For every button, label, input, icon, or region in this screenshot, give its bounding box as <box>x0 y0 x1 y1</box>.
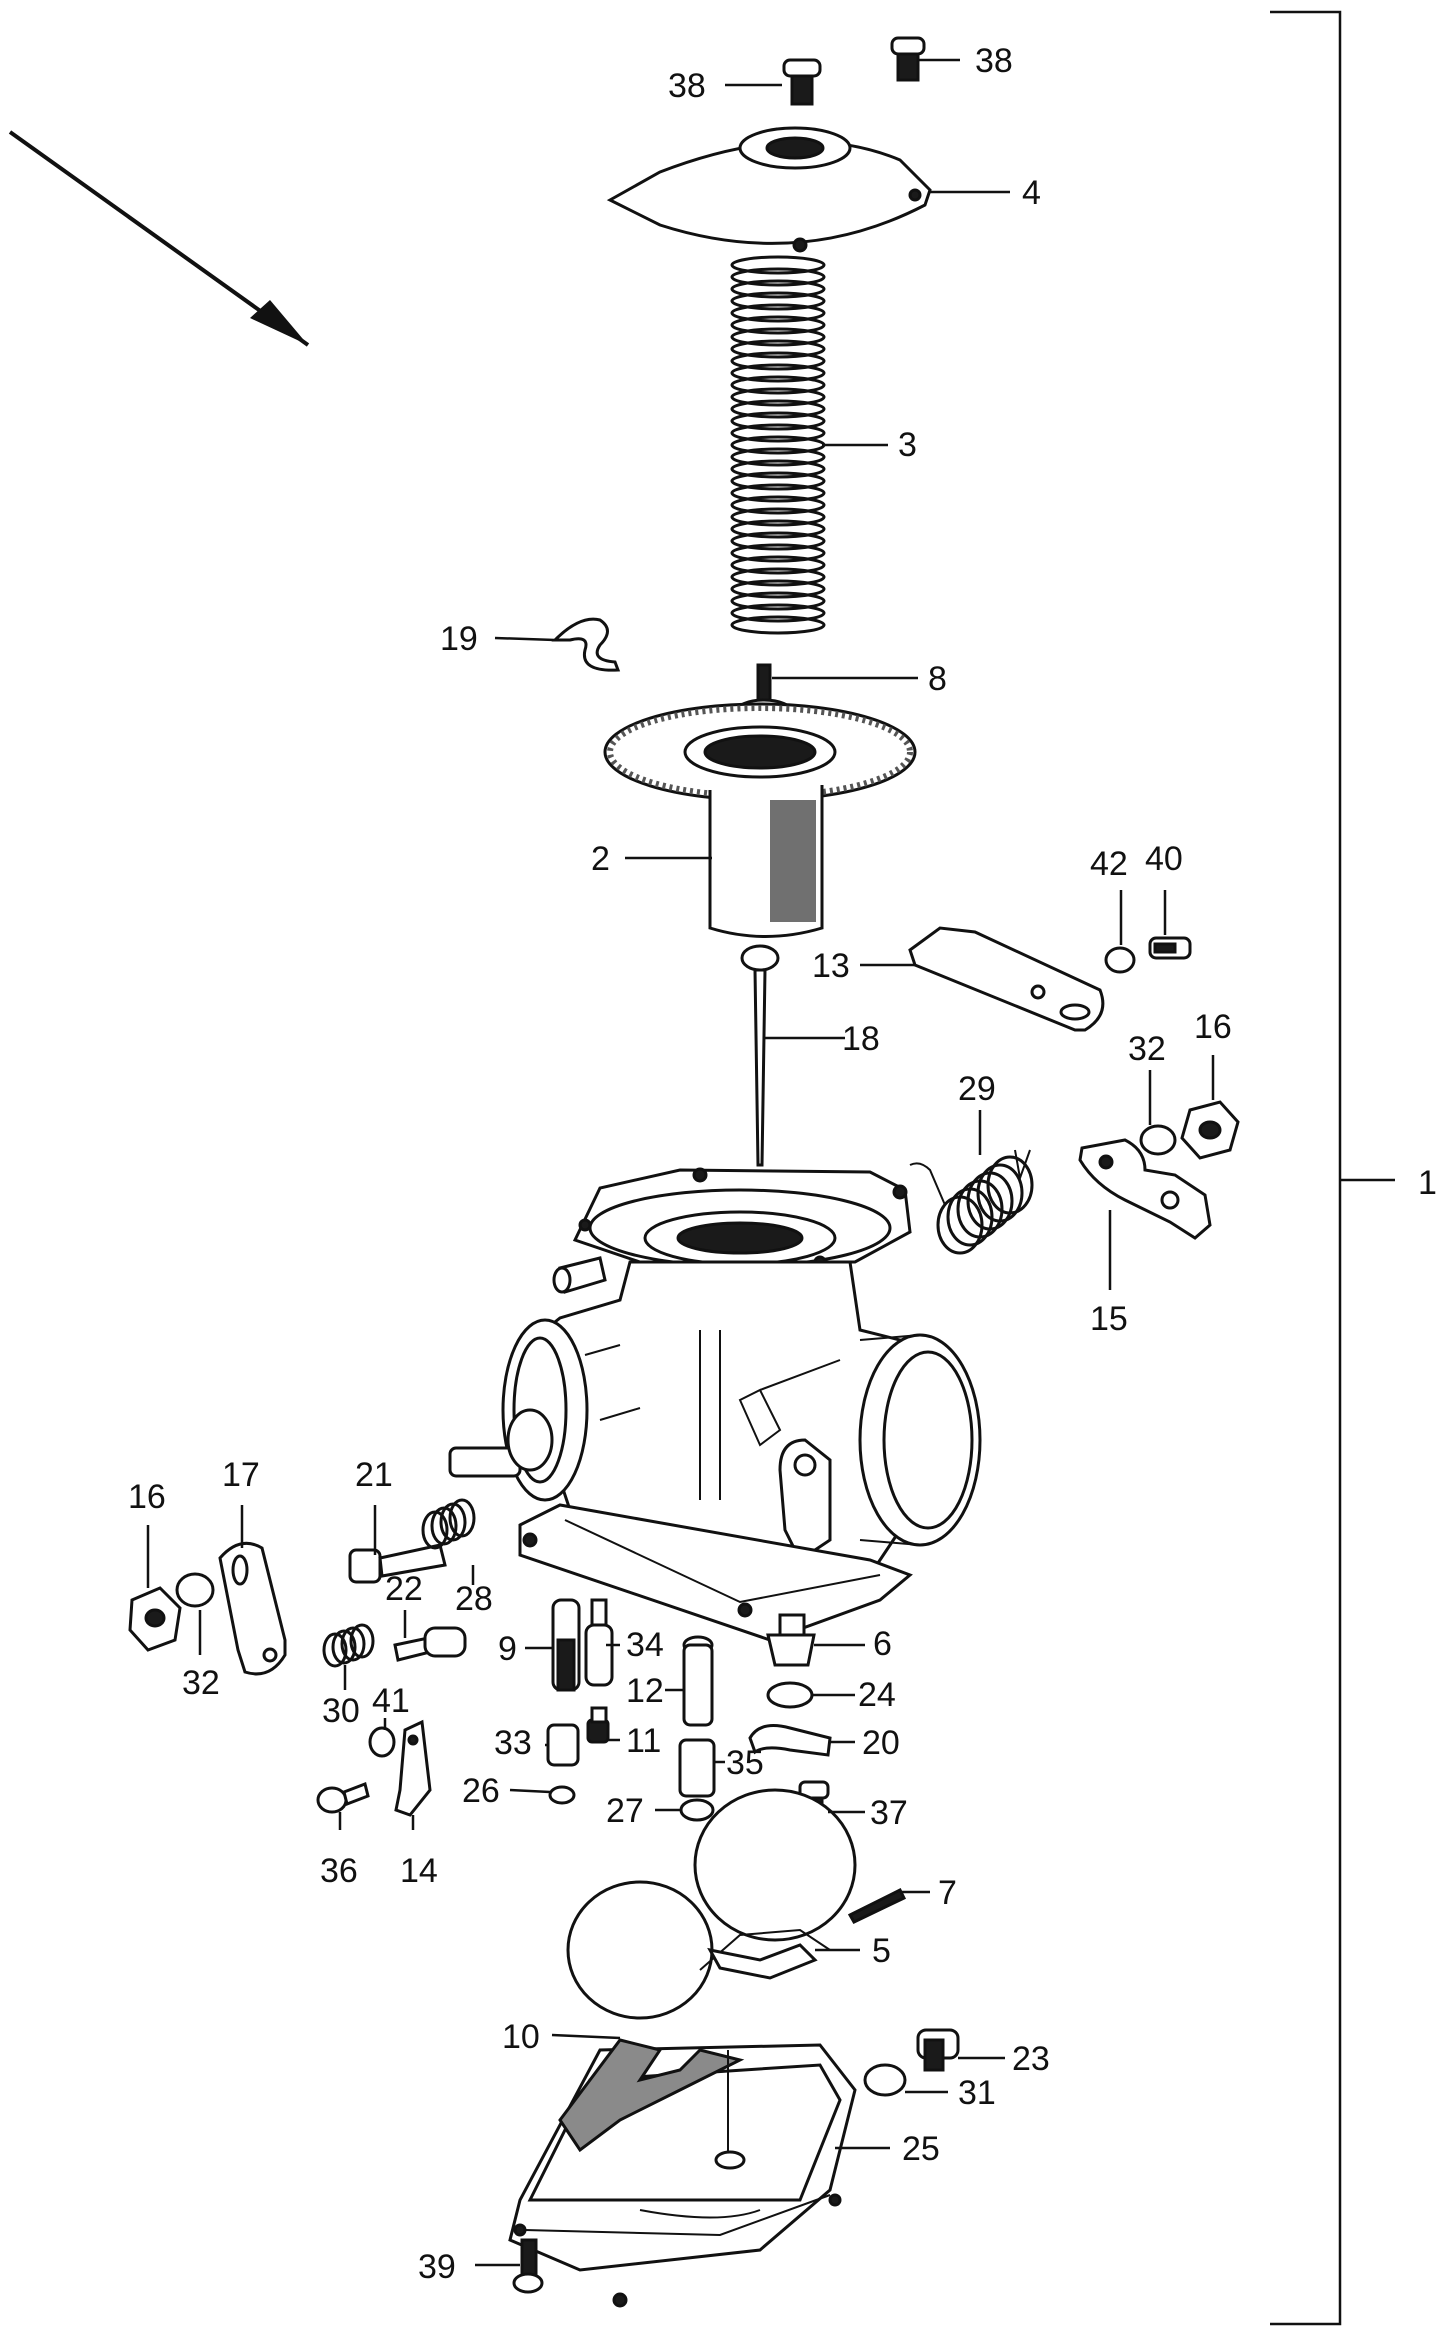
callout-36: 36 <box>320 1852 358 1890</box>
throttle-lever <box>218 1541 287 1676</box>
callout-24: 24 <box>858 1676 896 1714</box>
screw-38-right <box>890 36 926 82</box>
callout-16-left: 16 <box>128 1478 166 1516</box>
callout-7: 7 <box>938 1874 957 1912</box>
pilot-screw-spring <box>322 1623 375 1668</box>
callout-16-right: 16 <box>1194 1008 1232 1046</box>
washer-32-left <box>175 1572 215 1608</box>
washer-42 <box>1104 946 1136 974</box>
choke-bracket <box>908 926 1105 1032</box>
callout-30: 30 <box>322 1692 360 1730</box>
callout-38-left: 38 <box>668 67 706 105</box>
throttle-stop-spring <box>421 1498 476 1550</box>
choke-lever <box>1078 1138 1212 1240</box>
callout-26: 26 <box>462 1772 500 1810</box>
assembly-bracket <box>1270 10 1342 2326</box>
screw-40 <box>1148 936 1192 960</box>
callout-22: 22 <box>385 1570 423 1608</box>
callout-28: 28 <box>455 1580 493 1618</box>
carburetor-body <box>448 1167 982 1642</box>
front-direction-arrow <box>8 130 310 347</box>
float-chamber <box>508 2038 857 2308</box>
drain-screw <box>916 2028 960 2072</box>
callout-1: 1 <box>1418 1164 1437 1202</box>
retaining-clip <box>748 1724 832 1757</box>
callout-6: 6 <box>873 1625 892 1663</box>
callout-13: 13 <box>812 947 850 985</box>
slow-jet <box>551 1598 581 1692</box>
needle-jet <box>584 1598 614 1687</box>
callout-27: 27 <box>606 1792 644 1830</box>
washer-31 <box>863 2063 907 2097</box>
callout-41: 41 <box>372 1682 410 1720</box>
callout-10: 10 <box>502 2018 540 2056</box>
jet-tube <box>682 1635 714 1727</box>
washer-41 <box>368 1726 396 1758</box>
float <box>566 1788 857 2020</box>
jet-holder-33 <box>546 1723 580 1767</box>
pilot-screw <box>393 1626 467 1662</box>
callout-14: 14 <box>400 1852 438 1890</box>
callout-4: 4 <box>1022 174 1041 212</box>
callout-32-right: 32 <box>1128 1030 1166 1068</box>
callout-9: 9 <box>498 1630 517 1668</box>
callout-35: 35 <box>726 1744 764 1782</box>
callout-32-left: 32 <box>182 1664 220 1702</box>
o-ring-27 <box>679 1798 715 1822</box>
screw-36 <box>316 1781 370 1814</box>
cable-holder <box>394 1719 432 1817</box>
jet-needle <box>740 944 780 1167</box>
callout-34: 34 <box>626 1626 664 1664</box>
compression-spring <box>730 255 826 635</box>
callout-8: 8 <box>928 660 947 698</box>
callout-3: 3 <box>898 426 917 464</box>
vacuum-piston-diaphragm <box>603 702 917 938</box>
leader-26 <box>509 1788 551 1794</box>
screw-39 <box>512 2238 544 2294</box>
callout-39: 39 <box>418 2248 456 2286</box>
callout-2: 2 <box>591 840 610 878</box>
float-valve-seat <box>678 1738 716 1798</box>
top-cover <box>606 126 932 253</box>
callout-19: 19 <box>440 620 478 658</box>
callout-15: 15 <box>1090 1300 1128 1338</box>
callout-40: 40 <box>1145 840 1183 878</box>
throttle-stop-screw <box>348 1543 447 1584</box>
callout-31: 31 <box>958 2074 996 2112</box>
main-jet <box>586 1706 610 1744</box>
float-pin <box>847 1887 907 1924</box>
leader-10 <box>551 2033 621 2040</box>
callout-5: 5 <box>872 1932 891 1970</box>
callout-11: 11 <box>626 1722 661 1760</box>
o-ring-24 <box>766 1681 814 1709</box>
callout-21: 21 <box>355 1456 393 1494</box>
leader-19 <box>494 636 556 642</box>
callout-42: 42 <box>1090 845 1128 883</box>
screw-38-left <box>782 58 822 106</box>
callout-33: 33 <box>494 1724 532 1762</box>
torsion-spring <box>909 1149 1034 1255</box>
callout-29: 29 <box>958 1070 996 1108</box>
wire-clip <box>551 617 621 672</box>
callout-20: 20 <box>862 1724 900 1762</box>
callout-25: 25 <box>902 2130 940 2168</box>
callout-12: 12 <box>626 1672 664 1710</box>
callout-18: 18 <box>842 1020 880 1058</box>
callout-23: 23 <box>1012 2040 1050 2078</box>
o-ring-26 <box>548 1785 576 1805</box>
callout-17: 17 <box>222 1456 260 1494</box>
washer-32-right <box>1139 1124 1177 1156</box>
callout-38-right: 38 <box>975 42 1013 80</box>
callout-37: 37 <box>870 1794 908 1832</box>
float-valve <box>766 1613 816 1667</box>
